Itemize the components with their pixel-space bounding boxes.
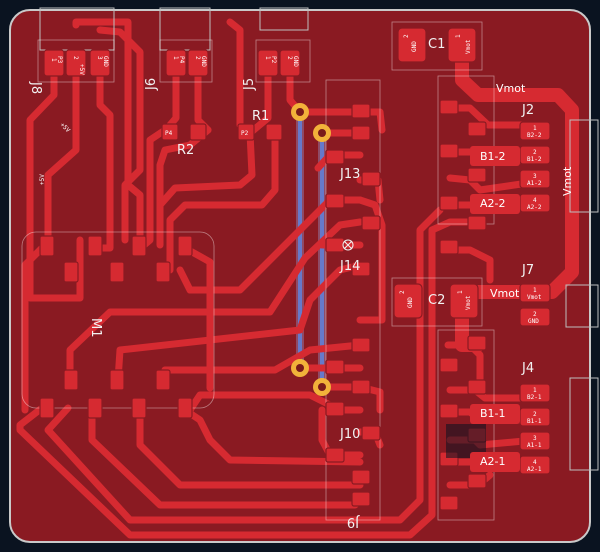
- pin-c2-1: 1: [457, 290, 464, 294]
- pin-c1-1: 1: [455, 34, 462, 38]
- pin-j5-gnd: GND: [292, 56, 299, 67]
- pin-j4-3: 3: [533, 435, 537, 442]
- unconnected-marker: [342, 239, 354, 251]
- net-b1-2: B1-2: [480, 150, 506, 163]
- pin-j5-1: 1: [264, 56, 271, 60]
- pin-j2-b1-2: B1-2: [527, 156, 542, 163]
- pin-j2-1: 1: [533, 125, 537, 132]
- pin-j4-b1-1: B1-1: [527, 418, 542, 425]
- ref-j10: J10: [339, 427, 360, 442]
- pin-j8-2: 2: [72, 56, 79, 60]
- pin-j2-2: 2: [533, 149, 537, 156]
- pin-j2-3: 3: [533, 173, 537, 180]
- net-vmot-right: Vmot: [561, 166, 574, 196]
- pin-j6-1: 1: [172, 56, 179, 60]
- net-a2-2: A2-2: [480, 197, 506, 210]
- pin-j2-a2-2: A2-2: [527, 204, 542, 211]
- pin-j6-gnd: GND: [200, 56, 207, 67]
- ref-j5: J5: [242, 78, 257, 91]
- ref-j8: J8: [28, 81, 43, 94]
- net-vmot-c2: Vmot: [490, 287, 520, 300]
- pin-j8-name2: +5V: [78, 64, 85, 75]
- net-b1-1: B1-1: [480, 407, 506, 420]
- pin-r1-p2: P2: [241, 130, 249, 137]
- reference-labels: C1 C2 J2 J4 J7 J13 J14 J10 J9 R1 R2 J8 J…: [28, 37, 534, 529]
- net-vmot-top: Vmot: [496, 82, 526, 95]
- ref-j9: J9: [347, 514, 360, 529]
- net-bars: [470, 146, 520, 472]
- ref-j13: J13: [339, 167, 360, 182]
- ref-j14: J14: [339, 259, 360, 274]
- pin-j4-b2-1: B2-1: [527, 394, 542, 401]
- pin-j8-3: 3: [96, 56, 103, 60]
- ref-j6: J6: [144, 78, 159, 91]
- pin-j7-1: 1: [533, 287, 537, 294]
- pin-j4-a2-1: A2-1: [527, 466, 542, 473]
- ref-c2: C2: [428, 293, 445, 308]
- ref-c1: C1: [428, 37, 445, 52]
- pin-c2-gnd: GND: [407, 297, 414, 308]
- pin-j6-2: 2: [194, 56, 201, 60]
- pin-c1-2: 2: [403, 34, 410, 38]
- ref-j7: J7: [521, 263, 534, 278]
- ref-r1: R1: [252, 109, 269, 124]
- pin-j4-1: 1: [533, 387, 537, 394]
- ref-m1: M1: [88, 318, 103, 338]
- pin-j8-gnd: GND: [102, 56, 109, 67]
- pin-j7-gnd: GND: [528, 318, 539, 325]
- pin-j4-2: 2: [533, 411, 537, 418]
- pin-j8-name3: P3: [56, 56, 63, 64]
- pin-j8-1: 1: [50, 58, 57, 62]
- pin-j7-vmot: Vmot: [527, 294, 542, 301]
- pin-c2-2: 2: [399, 290, 406, 294]
- pin-j5-p2: P2: [270, 56, 277, 64]
- pin-j6-p4: P4: [178, 56, 185, 64]
- pin-j4-a1-1: A1-1: [527, 442, 542, 449]
- pin-c2-vmot: Vmot: [465, 295, 472, 310]
- net-labels: Vmot Vmot Vmot B1-2 A2-2 B1-1 A2-1: [480, 82, 574, 468]
- silkscreen-outlines: [21, 7, 599, 521]
- pin-j5-2: 2: [286, 56, 293, 60]
- pin-c1-vmot: Vmot: [465, 39, 472, 54]
- smd-pads: [39, 27, 551, 511]
- pin-r2-p4: P4: [165, 130, 173, 137]
- pin-j2-a1-2: A1-2: [527, 180, 542, 187]
- net-plus5v-b: +5V: [39, 174, 46, 185]
- net-a2-1: A2-1: [480, 455, 506, 468]
- pin-j4-4: 4: [533, 459, 537, 466]
- pin-j2-4: 4: [533, 197, 537, 204]
- vias: [291, 103, 331, 396]
- pin-j2-b2-2: B2-2: [527, 132, 542, 139]
- ref-j4: J4: [521, 361, 534, 376]
- pin-j7-2: 2: [533, 311, 537, 318]
- ref-r2: R2: [177, 143, 194, 158]
- pin-c1-gnd: GND: [411, 41, 418, 52]
- ref-j2: J2: [521, 103, 534, 118]
